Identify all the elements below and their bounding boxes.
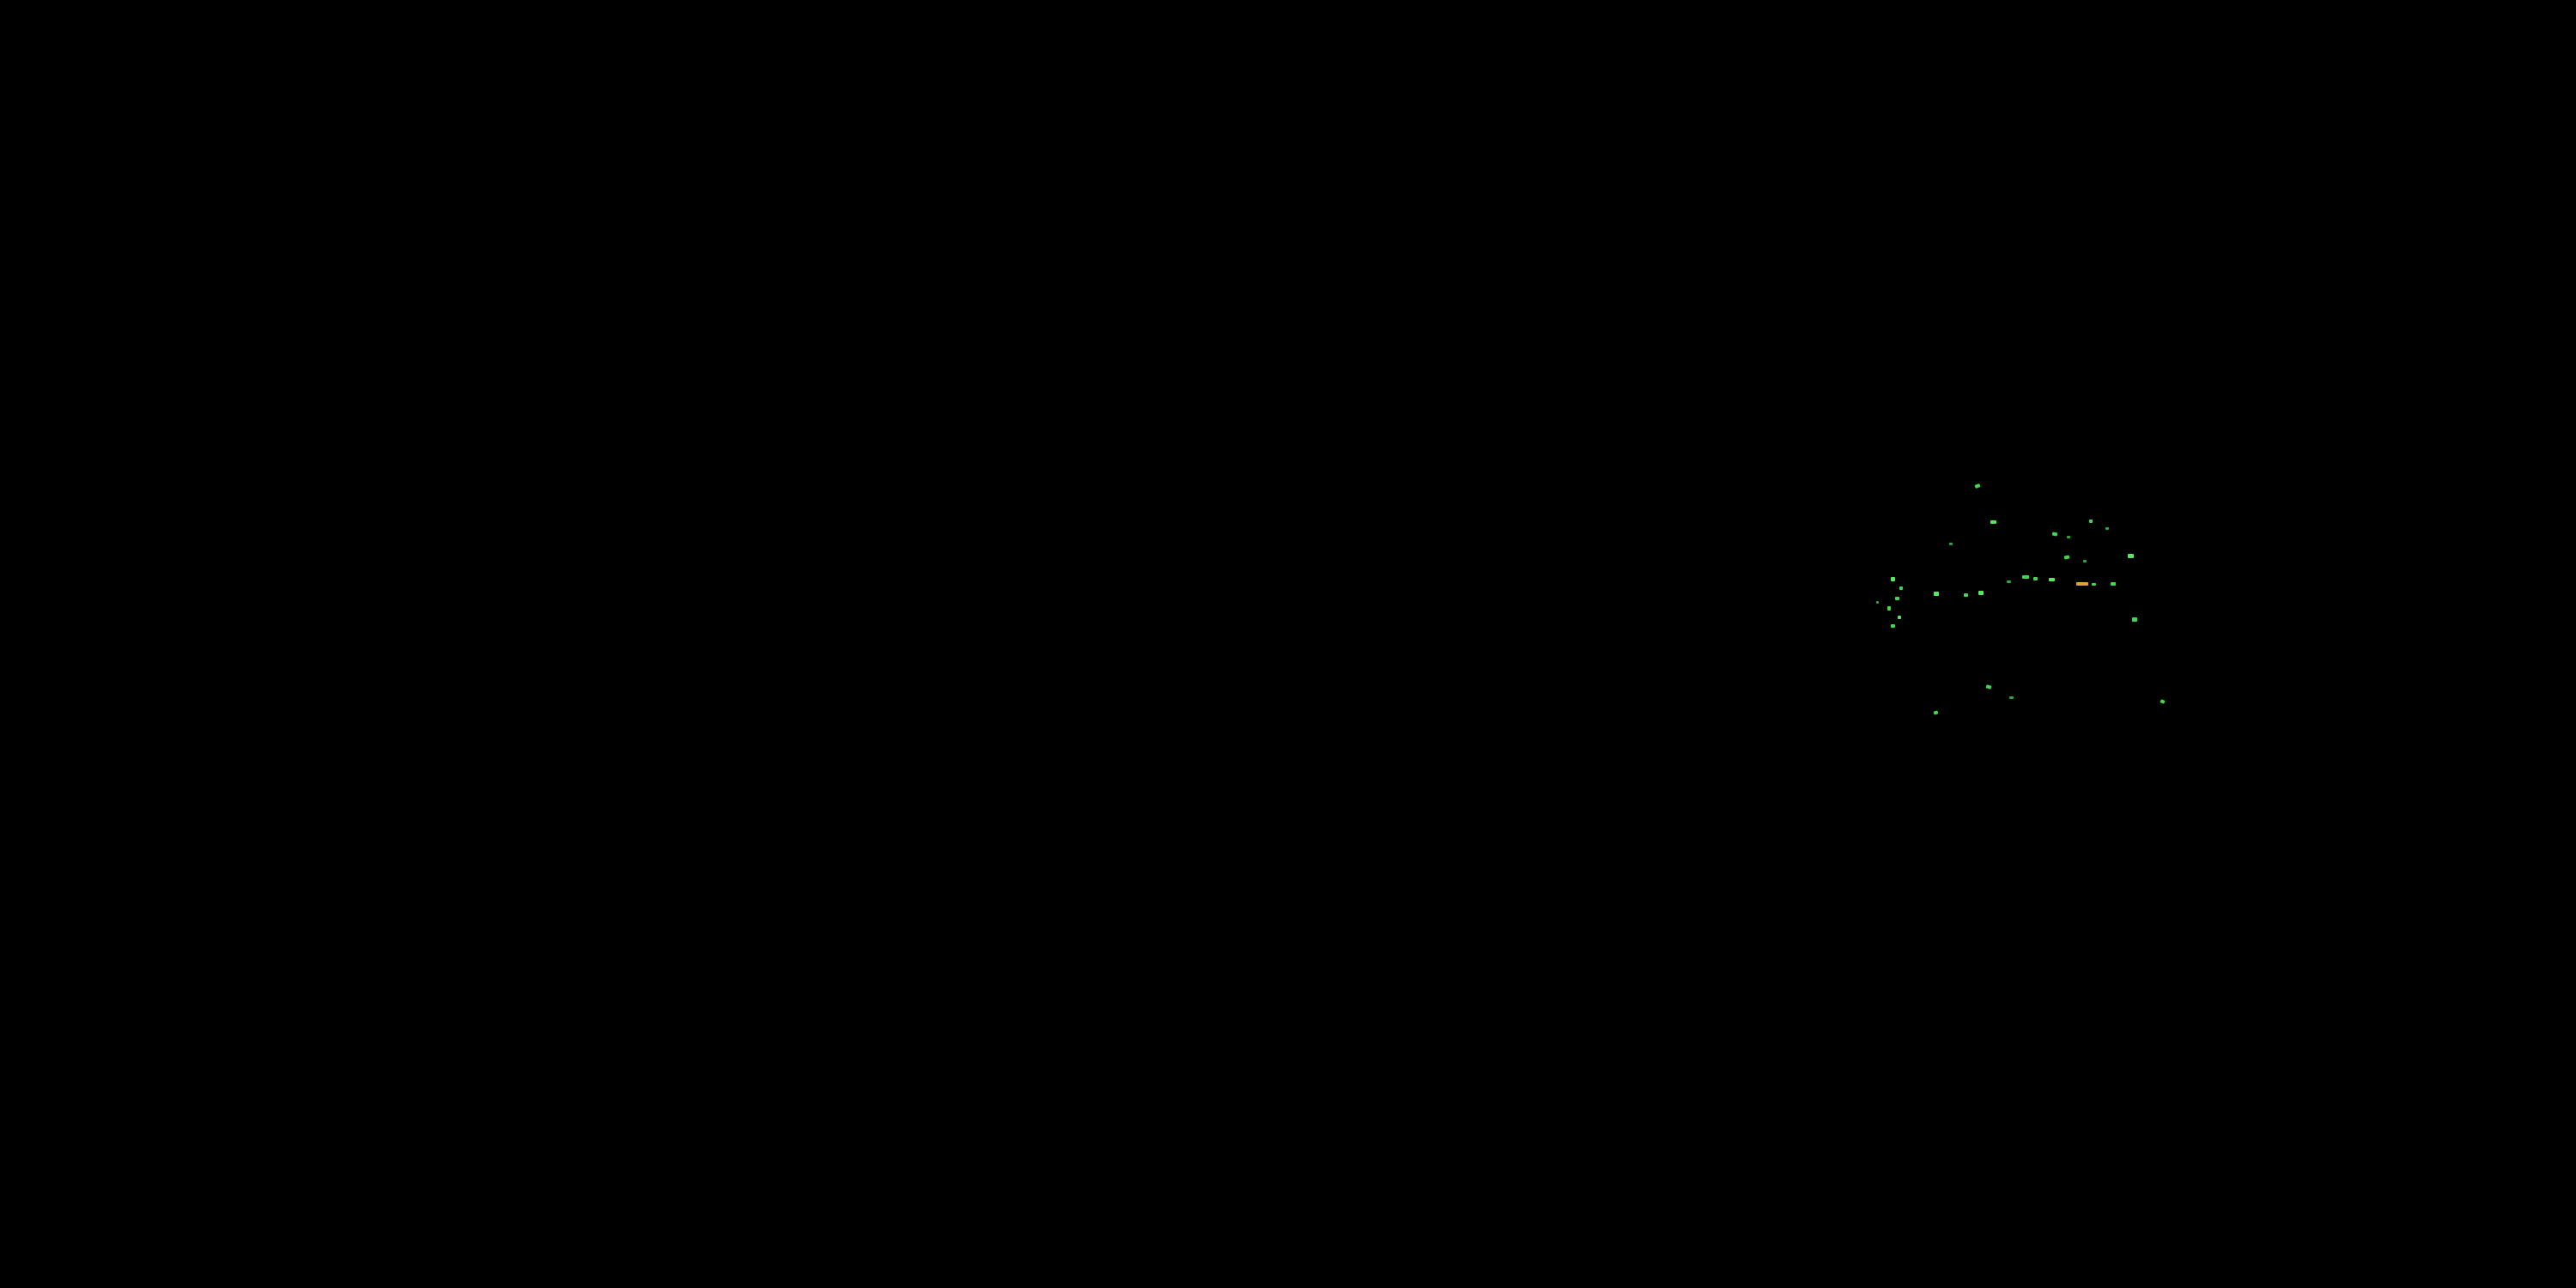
map-marker: [2092, 583, 2096, 586]
map-marker: [1933, 710, 1939, 715]
map-marker: [1978, 591, 1984, 595]
map-marker: [1895, 597, 1899, 600]
map-marker: [1898, 616, 1901, 619]
map-marker: [1974, 483, 1981, 489]
map-marker: [2022, 575, 2029, 579]
map-marker: [1964, 593, 1968, 597]
map-marker: [1899, 586, 1903, 590]
map-marker: [2128, 554, 2134, 558]
map-marker: [2007, 580, 2011, 583]
map-marker: [2089, 519, 2093, 523]
map-marker: [2076, 582, 2088, 586]
map-marker: [2033, 577, 2038, 580]
map-marker: [2132, 617, 2137, 622]
map-marker: [2009, 696, 2014, 699]
map-marker: [1876, 601, 1879, 604]
map-marker: [1949, 543, 1953, 545]
map-marker: [1985, 684, 1992, 690]
map-marker: [1887, 606, 1891, 611]
map-marker: [2111, 582, 2116, 586]
map-marker: [2160, 699, 2166, 704]
map-marker: [2049, 578, 2055, 581]
map-marker: [1990, 520, 1996, 524]
map-marker: [1891, 624, 1895, 628]
map-marker: [1934, 592, 1939, 596]
map-marker: [2051, 532, 2058, 537]
map-marker: [2083, 560, 2087, 562]
map-marker: [1891, 577, 1895, 581]
map-marker: [2105, 527, 2109, 530]
map-marker: [2063, 555, 2070, 560]
map-marker: [2067, 536, 2070, 538]
